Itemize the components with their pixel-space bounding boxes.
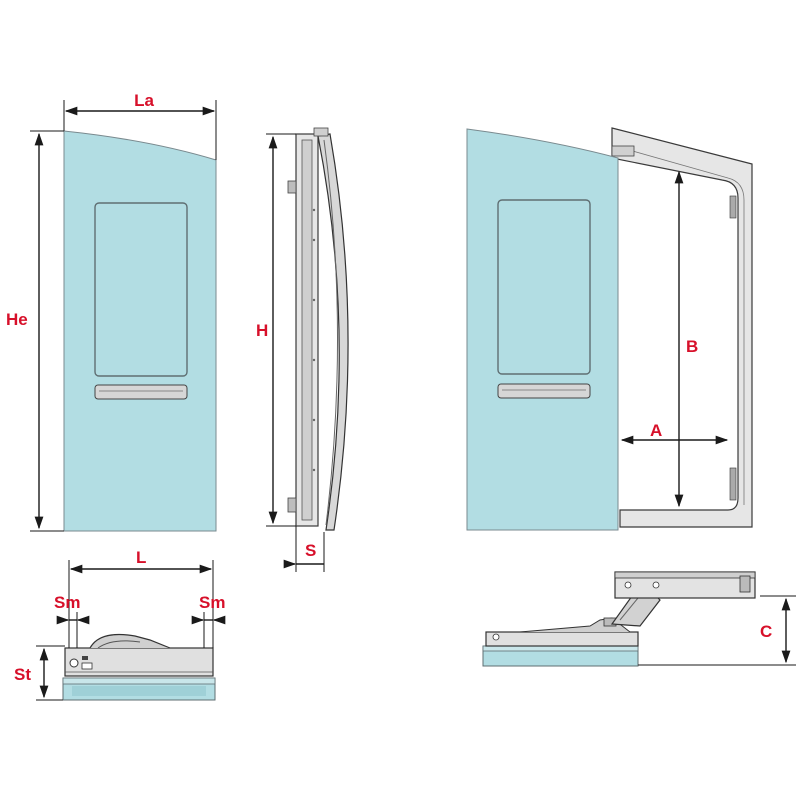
label-a: A — [650, 421, 662, 440]
label-h: H — [256, 321, 268, 340]
side-leaf — [317, 133, 349, 531]
door-handle-open — [497, 383, 591, 399]
door-handle-front — [94, 384, 188, 400]
label-sm-left: Sm — [54, 593, 80, 612]
label-sm-right: Sm — [199, 593, 225, 612]
label-s: S — [305, 541, 316, 560]
door-window-front — [94, 202, 188, 377]
top-frame-closed — [64, 647, 214, 677]
open-view: B A — [466, 127, 753, 531]
front-view: La He — [6, 91, 217, 532]
side-view: H S — [256, 127, 349, 572]
top-frame-open — [485, 631, 639, 647]
label-la: La — [134, 91, 154, 110]
top-view-closed: L Sm Sm St — [14, 548, 225, 701]
label-b: B — [686, 337, 698, 356]
top-view-open: C — [482, 571, 796, 667]
door-window-open — [497, 199, 591, 375]
open-frame — [611, 127, 753, 528]
label-he: He — [6, 310, 28, 329]
label-l: L — [136, 548, 146, 567]
label-c: C — [760, 622, 772, 641]
label-st: St — [14, 665, 31, 684]
